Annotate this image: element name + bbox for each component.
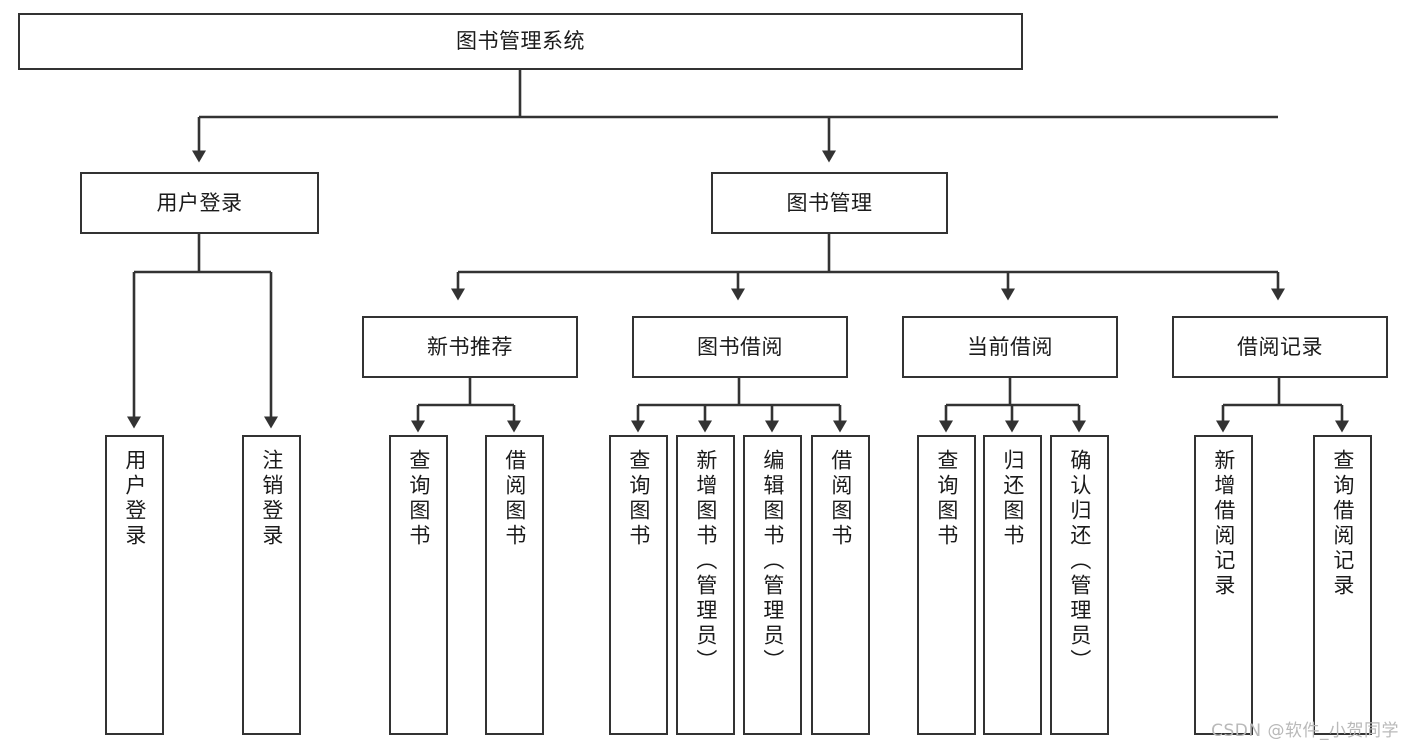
- leaf-recommend-borrow-book[interactable]: 借阅图书: [485, 435, 544, 735]
- leaf-label: 查询图书: [934, 449, 959, 549]
- leaf-borrow-query-book[interactable]: 查询图书: [609, 435, 668, 735]
- leaf-recommend-query-book[interactable]: 查询图书: [389, 435, 448, 735]
- node-user-login-label: 用户登录: [156, 190, 243, 215]
- node-current-borrow[interactable]: 当前借阅: [902, 316, 1118, 378]
- node-borrow-record[interactable]: 借阅记录: [1172, 316, 1388, 378]
- leaf-record-add[interactable]: 新增借阅记录: [1194, 435, 1253, 735]
- node-current-borrow-label: 当前借阅: [967, 334, 1053, 359]
- leaf-label: 借阅图书: [828, 449, 853, 549]
- node-new-book-recommend-label: 新书推荐: [427, 334, 513, 359]
- leaf-label: 查询图书: [406, 449, 431, 549]
- leaf-label: 查询图书: [626, 449, 651, 549]
- leaf-borrow-borrow-book[interactable]: 借阅图书: [811, 435, 870, 735]
- node-book-management-label: 图书管理: [786, 190, 873, 215]
- node-book-borrow[interactable]: 图书借阅: [632, 316, 848, 378]
- node-book-borrow-label: 图书借阅: [697, 334, 783, 359]
- leaf-label: 新增借阅记录: [1211, 449, 1236, 599]
- leaf-user-login-signout[interactable]: 注销登录: [242, 435, 301, 735]
- leaf-label: 编辑图书（管理员）: [760, 449, 785, 674]
- node-borrow-record-label: 借阅记录: [1237, 334, 1323, 359]
- leaf-borrow-add-book[interactable]: 新增图书（管理员）: [676, 435, 735, 735]
- leaf-label: 归还图书: [1000, 449, 1025, 549]
- leaf-record-query[interactable]: 查询借阅记录: [1313, 435, 1372, 735]
- leaf-borrow-edit-book[interactable]: 编辑图书（管理员）: [743, 435, 802, 735]
- node-root-label: 图书管理系统: [456, 29, 585, 54]
- watermark: CSDN @软件_小贺同学: [1211, 721, 1399, 741]
- leaf-current-return-book[interactable]: 归还图书: [983, 435, 1042, 735]
- node-root[interactable]: 图书管理系统: [18, 13, 1023, 70]
- leaf-label: 注销登录: [259, 449, 284, 549]
- leaf-current-confirm-return[interactable]: 确认归还（管理员）: [1050, 435, 1109, 735]
- leaf-label: 用户登录: [122, 449, 147, 549]
- node-user-login[interactable]: 用户登录: [80, 172, 319, 234]
- leaf-user-login-signin[interactable]: 用户登录: [105, 435, 164, 735]
- node-book-management[interactable]: 图书管理: [711, 172, 948, 234]
- leaf-label: 新增图书（管理员）: [693, 449, 718, 674]
- node-new-book-recommend[interactable]: 新书推荐: [362, 316, 578, 378]
- leaf-label: 查询借阅记录: [1330, 449, 1355, 599]
- leaf-label: 确认归还（管理员）: [1067, 449, 1092, 674]
- leaf-current-query-book[interactable]: 查询图书: [917, 435, 976, 735]
- leaf-label: 借阅图书: [502, 449, 527, 549]
